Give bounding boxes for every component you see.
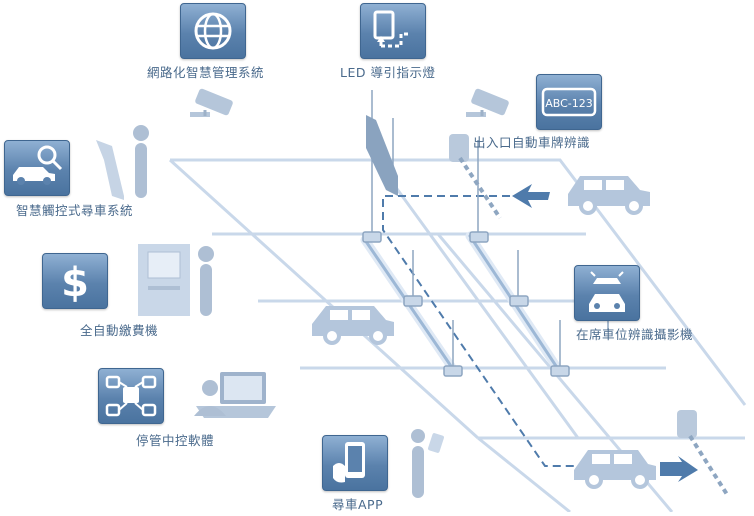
touch-kiosk bbox=[96, 125, 149, 200]
app-user bbox=[411, 429, 444, 498]
camera-label: 在席車位辨識攝影機 bbox=[576, 327, 694, 342]
car-entrance bbox=[568, 176, 650, 215]
parking-floor-lines bbox=[168, 158, 747, 514]
camera-left bbox=[190, 88, 233, 117]
globe-network-icon bbox=[180, 3, 246, 59]
guidance-route bbox=[382, 195, 575, 467]
camera-right bbox=[466, 88, 509, 117]
network-hub-icon bbox=[98, 368, 164, 424]
exit-arrow bbox=[660, 456, 698, 482]
led-sign-panel bbox=[366, 115, 398, 196]
car-parked bbox=[312, 306, 394, 345]
svg-text:$: $ bbox=[61, 260, 89, 306]
control-label: 停管中控軟體 bbox=[136, 433, 215, 448]
dollar-sign-icon: $ bbox=[42, 253, 108, 309]
car-search-icon bbox=[4, 140, 70, 196]
exit-gate bbox=[677, 410, 730, 498]
entry-arrow bbox=[512, 184, 550, 208]
license-plate-icon: ABC-123 bbox=[536, 74, 602, 130]
plate-text: ABC-123 bbox=[545, 97, 593, 110]
app-label: 尋車APP bbox=[332, 497, 384, 512]
led-label: LED 導引指示燈 bbox=[340, 65, 436, 80]
parking-camera-icon bbox=[574, 265, 640, 321]
led-guide-display-icon bbox=[360, 3, 426, 59]
payment-machine bbox=[138, 244, 214, 316]
led-guide-strips bbox=[360, 231, 565, 377]
network-label: 網路化智慧管理系統 bbox=[147, 65, 265, 80]
payment-label: 全自動繳費機 bbox=[80, 323, 159, 338]
car-exit bbox=[574, 450, 656, 489]
entrance-label: 出入口自動車牌辨識 bbox=[473, 135, 591, 150]
entrance-gate bbox=[449, 134, 502, 220]
touch-label: 智慧觸控式尋車系統 bbox=[16, 203, 134, 218]
smartphone-hand-icon bbox=[322, 435, 388, 491]
sensor-lamps bbox=[362, 90, 570, 377]
control-computer bbox=[194, 372, 276, 418]
